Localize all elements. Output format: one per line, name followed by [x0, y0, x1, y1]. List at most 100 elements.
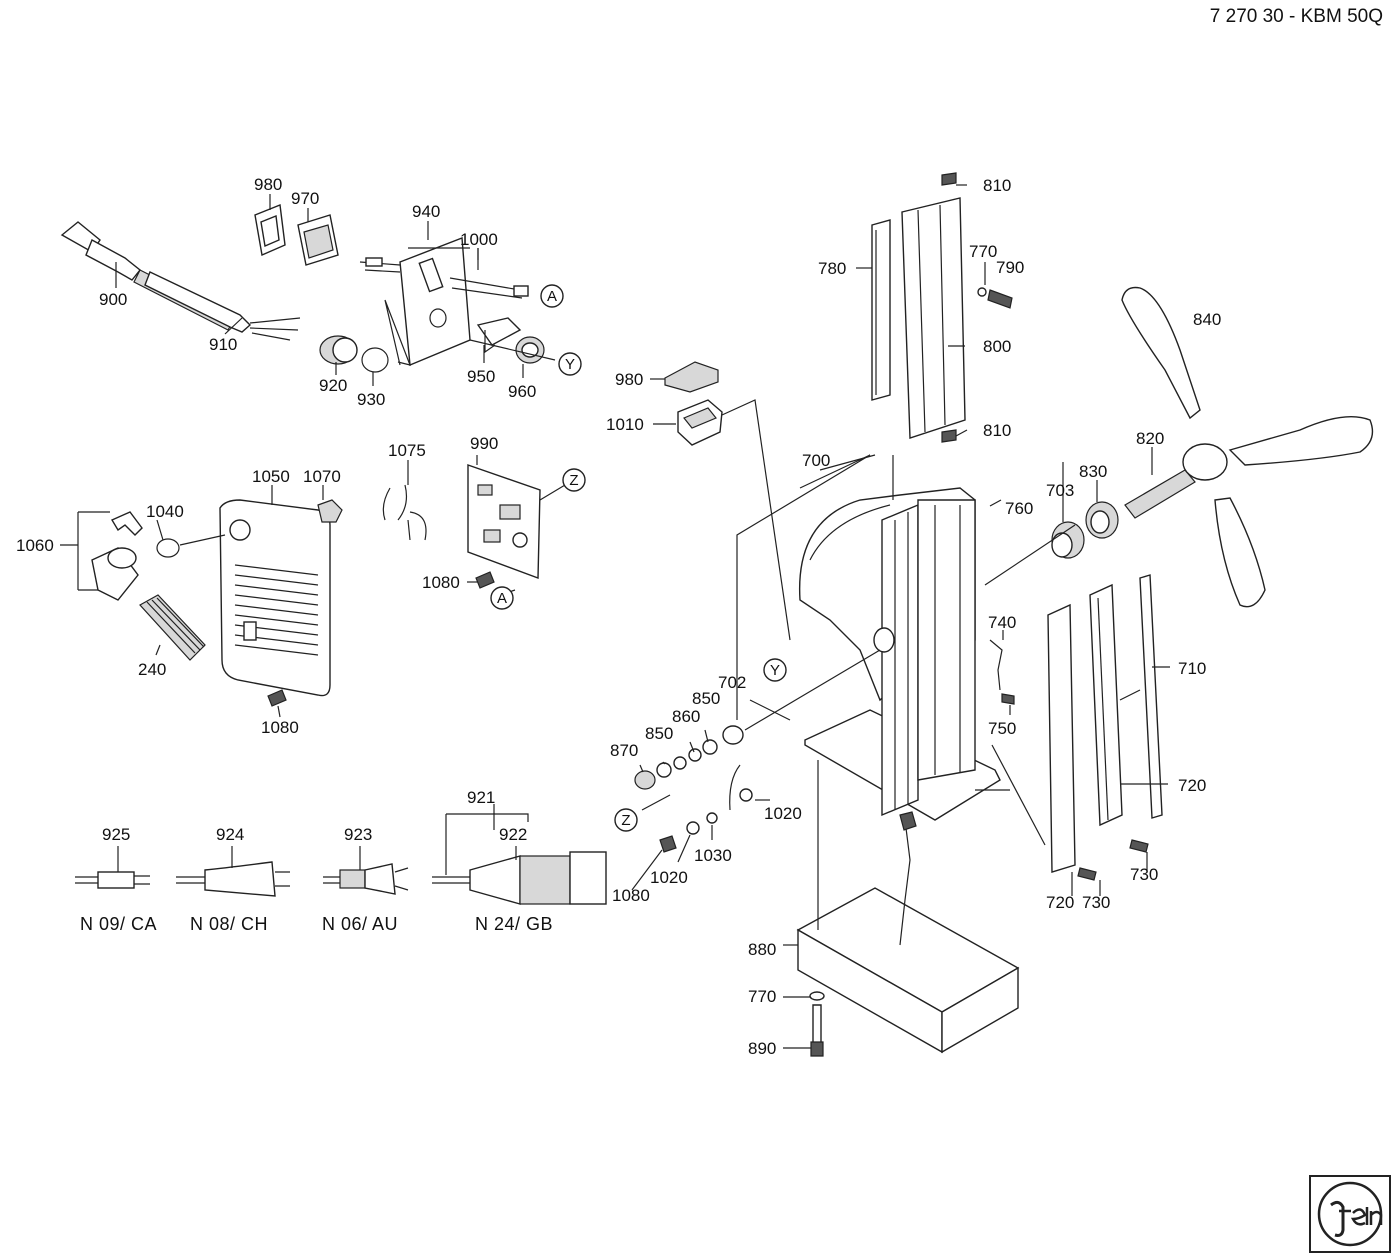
label-910: 910 — [209, 335, 237, 354]
spindle-820-drawing — [1124, 443, 1228, 519]
label-800: 800 — [983, 337, 1011, 356]
rail-780-drawing — [871, 219, 891, 401]
label-703: 703 — [1046, 481, 1074, 500]
label-980-center: 980 — [615, 370, 643, 389]
label-925: 925 — [102, 825, 130, 844]
label-920: 920 — [319, 376, 347, 395]
label-810-lower: 810 — [983, 421, 1011, 440]
bushing-920-drawing — [319, 335, 358, 365]
plug-925-drawing — [75, 871, 150, 889]
ref-marker-y-lower: Y — [763, 658, 787, 682]
variant-ca: N 09/ CA — [80, 914, 157, 934]
label-770-lower: 770 — [748, 987, 776, 1006]
label-1020-lower: 1020 — [650, 868, 688, 887]
ref-marker-a-lower: A — [490, 586, 514, 610]
plug-924-drawing — [176, 861, 290, 897]
label-1075: 1075 — [388, 441, 426, 460]
label-960: 960 — [508, 382, 536, 401]
svg-text:Z: Z — [621, 812, 630, 829]
svg-text:Z: Z — [569, 472, 578, 489]
screw-1080-upper-drawing — [475, 571, 495, 589]
plug-921-922-drawing — [432, 851, 607, 905]
handles-840-drawing — [1121, 286, 1374, 608]
label-702: 702 — [718, 673, 746, 692]
ref-marker-z-upper: Z — [562, 468, 586, 492]
part-labels: 900 910 920 930 940 950 960 970 980 1000… — [16, 175, 1221, 1058]
ref-marker-z-lower: Z — [614, 808, 638, 832]
wires-1000-drawing — [359, 257, 529, 299]
svg-text:Y: Y — [565, 356, 575, 373]
label-1050: 1050 — [252, 467, 290, 486]
svg-text:Y: Y — [770, 662, 780, 679]
screws-730-drawing — [1077, 839, 1149, 881]
label-1030: 1030 — [694, 846, 732, 865]
label-921: 921 — [467, 788, 495, 807]
svg-text:A: A — [547, 288, 557, 305]
pad-980-drawing — [664, 361, 719, 393]
stand-700-drawing — [798, 487, 1001, 821]
label-780: 780 — [818, 259, 846, 278]
switch-frame-980-drawing — [254, 204, 286, 256]
ring-930-drawing — [361, 347, 389, 373]
label-980-upper: 980 — [254, 175, 282, 194]
cover-1050-drawing — [219, 499, 331, 697]
screw-790-drawing — [977, 287, 1013, 309]
label-700: 700 — [802, 451, 830, 470]
column-800-drawing — [901, 197, 966, 439]
label-830: 830 — [1079, 462, 1107, 481]
nut-960-drawing — [515, 336, 545, 364]
label-930: 930 — [357, 390, 385, 409]
fitting-1060-drawing — [91, 511, 143, 601]
label-870: 870 — [610, 741, 638, 760]
label-850-right: 850 — [692, 689, 720, 708]
label-790: 790 — [996, 258, 1024, 277]
clips-1075-drawing — [382, 484, 427, 541]
label-970: 970 — [291, 189, 319, 208]
label-1010: 1010 — [606, 415, 644, 434]
label-1070: 1070 — [303, 467, 341, 486]
ground-screw-drawing — [659, 764, 753, 853]
label-923: 923 — [344, 825, 372, 844]
label-924: 924 — [216, 825, 244, 844]
plate-940-drawing — [399, 237, 471, 367]
variant-labels: N 09/ CA N 08/ CH N 06/ AU N 24/ GB — [80, 914, 553, 934]
label-710: 710 — [1178, 659, 1206, 678]
label-1080-cover: 1080 — [261, 718, 299, 737]
label-820: 820 — [1136, 429, 1164, 448]
cord-910-drawing — [144, 271, 301, 341]
label-890: 890 — [748, 1039, 776, 1058]
svg-text:A: A — [497, 590, 507, 607]
label-720-bottom: 720 — [1046, 893, 1074, 912]
pcb-990-drawing — [467, 464, 541, 579]
screws-810-drawing — [941, 172, 957, 443]
clip-740-750-drawing — [989, 639, 1015, 705]
switch-1010-drawing — [677, 399, 723, 446]
variant-ch: N 08/ CH — [190, 914, 268, 934]
label-950: 950 — [467, 367, 495, 386]
label-990: 990 — [470, 434, 498, 453]
washer-stack-drawing — [634, 725, 744, 790]
label-810-upper: 810 — [983, 176, 1011, 195]
screw-1080-lower-drawing — [267, 689, 287, 707]
nut-1070-drawing — [317, 499, 343, 523]
label-770-upper: 770 — [969, 242, 997, 261]
label-720-right: 720 — [1178, 776, 1206, 795]
label-730-right: 730 — [1130, 865, 1158, 884]
label-1080-ground: 1080 — [612, 886, 650, 905]
oring-1040-drawing — [156, 538, 180, 558]
label-1020-right: 1020 — [764, 804, 802, 823]
plug-923-drawing — [323, 863, 409, 895]
label-750: 750 — [988, 719, 1016, 738]
label-922: 922 — [499, 825, 527, 844]
label-1000: 1000 — [460, 230, 498, 249]
label-730-bottom: 730 — [1082, 893, 1110, 912]
label-940: 940 — [412, 202, 440, 221]
label-850-left: 850 — [645, 724, 673, 743]
fein-logo — [1309, 1175, 1391, 1253]
document-title: 7 270 30 - KBM 50Q — [1209, 6, 1383, 27]
label-860: 860 — [672, 707, 700, 726]
bolt-890-drawing — [809, 991, 825, 1057]
label-900: 900 — [99, 290, 127, 309]
label-880: 880 — [748, 940, 776, 959]
